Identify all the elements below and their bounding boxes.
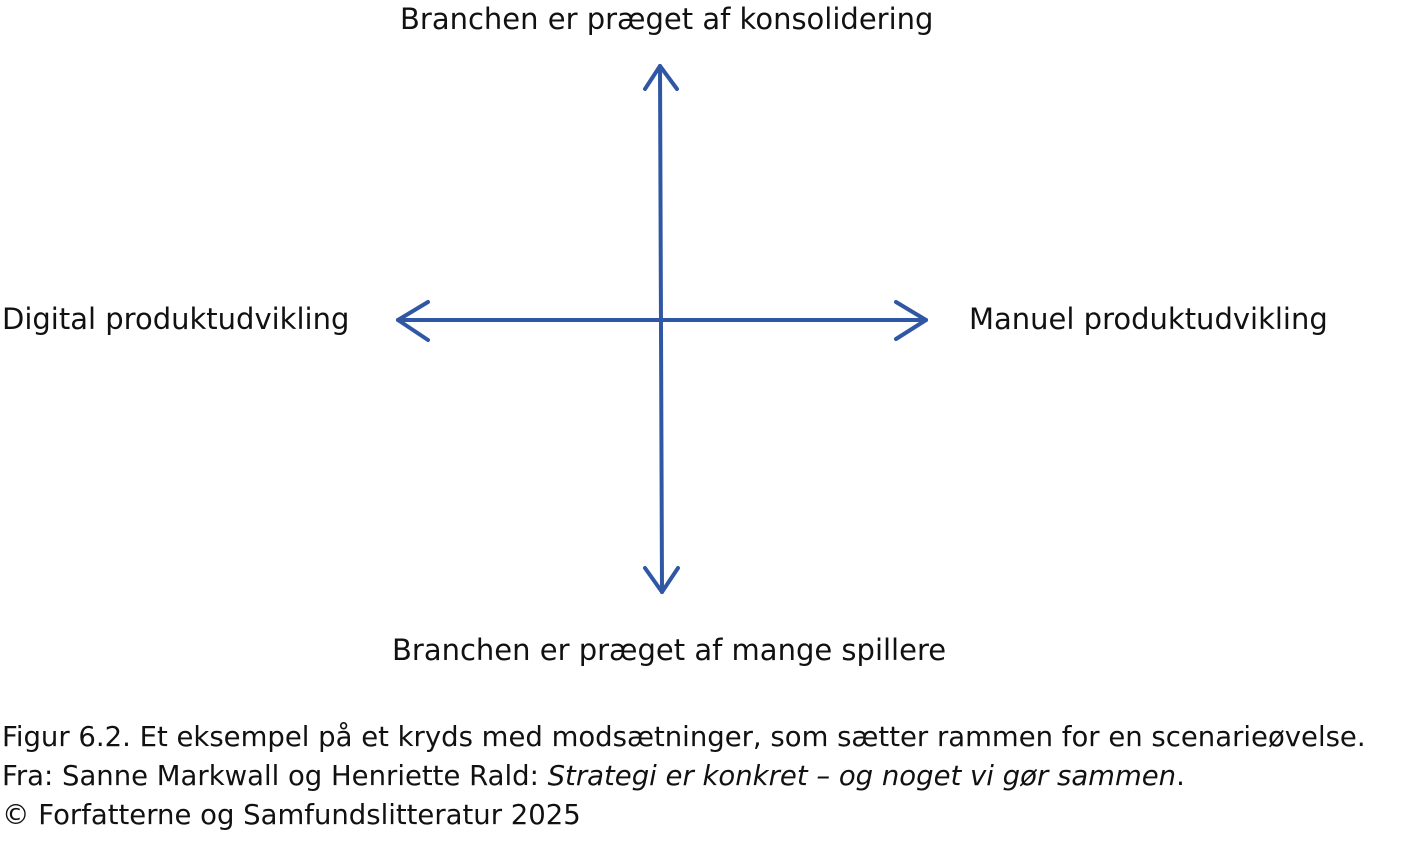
vertical-axis-line bbox=[658, 64, 664, 594]
label-bottom: Branchen er præget af mange spillere bbox=[392, 633, 947, 667]
label-right: Manuel produktudvikling bbox=[969, 302, 1328, 336]
arrow-right-icon bbox=[894, 300, 928, 341]
figure-caption: Figur 6.2. Et eksempel på et kryds med m… bbox=[2, 718, 1366, 835]
label-left: Digital produktudvikling bbox=[2, 302, 350, 336]
caption-copyright: © Forfatterne og Samfundslitteratur 2025 bbox=[2, 799, 581, 831]
arrow-up-icon bbox=[643, 64, 679, 91]
caption-line-2: Fra: Sanne Markwall og Henriette Rald: S… bbox=[2, 757, 1366, 796]
caption-source-suffix: . bbox=[1176, 760, 1185, 792]
caption-line-1: Figur 6.2. Et eksempel på et kryds med m… bbox=[2, 721, 1366, 753]
caption-book-title: Strategi er konkret – og noget vi gør sa… bbox=[547, 760, 1177, 792]
arrow-left-icon bbox=[396, 300, 430, 342]
label-top: Branchen er præget af konsolidering bbox=[400, 2, 934, 36]
arrow-down-icon bbox=[643, 566, 680, 594]
caption-source-prefix: Fra: Sanne Markwall og Henriette Rald: bbox=[2, 760, 548, 792]
